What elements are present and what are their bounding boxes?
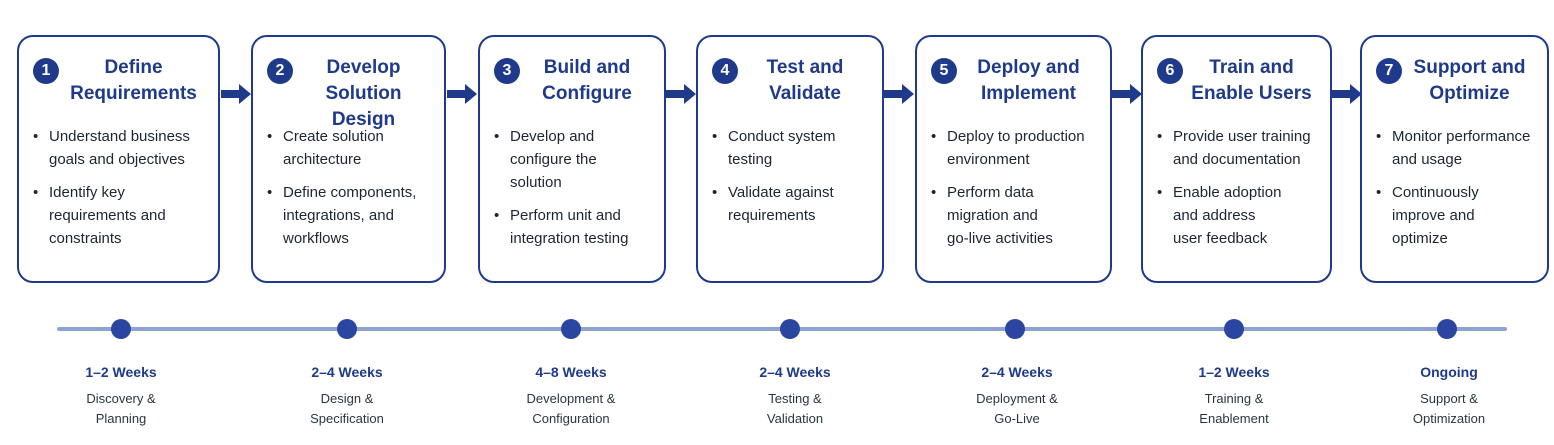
bullet-item: Perform unit and integration testing bbox=[494, 204, 654, 250]
phase-duration: 4–8 Weeks bbox=[535, 364, 607, 380]
bullet-item: Create solution architecture bbox=[267, 125, 434, 171]
arrow-right-icon bbox=[666, 84, 696, 104]
step-bullets: Deploy to production environment Perform… bbox=[931, 125, 1100, 250]
bullet-item: Define components, integrations, and wor… bbox=[267, 181, 434, 250]
phase-label: Design & Specification bbox=[310, 391, 384, 426]
phase-duration: 1–2 Weeks bbox=[85, 364, 157, 380]
step-bullets: Provide user training and documentation … bbox=[1157, 125, 1320, 250]
bullet-item: Validate against requirements bbox=[712, 181, 872, 227]
step-title: Build and Configure bbox=[542, 57, 632, 104]
bullet-item: Understand business goals and objectives bbox=[33, 125, 208, 171]
timeline-phase-4: 2–4 Weeks Testing & Validation bbox=[705, 362, 885, 429]
phase-duration: Ongoing bbox=[1420, 364, 1478, 380]
timeline-dot bbox=[780, 319, 800, 339]
step-title: Define Requirements bbox=[70, 57, 197, 104]
timeline-phase-7: Ongoing Support & Optimization bbox=[1359, 362, 1539, 429]
step-card-1: 1 Define Requirements Understand busines… bbox=[17, 35, 220, 283]
bullet-item: Develop and configure the solution bbox=[494, 125, 654, 194]
step-card-4: 4 Test and Validate Conduct system testi… bbox=[696, 35, 884, 283]
timeline-dot bbox=[1005, 319, 1025, 339]
phase-duration: 1–2 Weeks bbox=[1198, 364, 1270, 380]
step-card-2: 2 Develop Solution Design Create solutio… bbox=[251, 35, 446, 283]
step-number-badge: 7 bbox=[1376, 58, 1402, 84]
step-title: Deploy and Implement bbox=[977, 57, 1080, 104]
step-number-badge: 5 bbox=[931, 58, 957, 84]
timeline-dot bbox=[1224, 319, 1244, 339]
phase-duration: 2–4 Weeks bbox=[981, 364, 1053, 380]
arrow-right-icon bbox=[1332, 84, 1362, 104]
phase-label: Discovery & Planning bbox=[86, 391, 156, 426]
timeline-phase-2: 2–4 Weeks Design & Specification bbox=[257, 362, 437, 429]
step-bullets: Develop and configure the solution Perfo… bbox=[494, 125, 654, 250]
phase-label: Deployment & Go-Live bbox=[976, 391, 1058, 426]
timeline-phase-6: 1–2 Weeks Training & Enablement bbox=[1144, 362, 1324, 429]
timeline-dot bbox=[111, 319, 131, 339]
arrow-right-icon bbox=[221, 84, 251, 104]
arrow-right-icon bbox=[884, 84, 914, 104]
bullet-item: Conduct system testing bbox=[712, 125, 872, 171]
phase-label: Training & Enablement bbox=[1199, 391, 1269, 426]
bullet-item: Provide user training and documentation bbox=[1157, 125, 1320, 171]
bullet-item: Enable adoption and address user feedbac… bbox=[1157, 181, 1320, 250]
phase-duration: 2–4 Weeks bbox=[759, 364, 831, 380]
phase-label: Support & Optimization bbox=[1412, 391, 1486, 426]
timeline-phase-5: 2–4 Weeks Deployment & Go-Live bbox=[927, 362, 1107, 429]
phase-label: Testing & Validation bbox=[766, 391, 824, 426]
arrow-right-icon bbox=[447, 84, 477, 104]
timeline-dot bbox=[337, 319, 357, 339]
bullet-item: Deploy to production environment bbox=[931, 125, 1100, 171]
phase-duration: 2–4 Weeks bbox=[311, 364, 383, 380]
bullet-item: Monitor performance and usage bbox=[1376, 125, 1537, 171]
step-title: Test and Validate bbox=[766, 57, 844, 104]
bullet-item: Perform data migration and go-live activ… bbox=[931, 181, 1100, 250]
step-bullets: Monitor performance and usage Continuous… bbox=[1376, 125, 1537, 250]
phase-label: Development & Configuration bbox=[526, 391, 616, 426]
step-title: Train and Enable Users bbox=[1191, 57, 1312, 104]
timeline-phase-1: 1–2 Weeks Discovery & Planning bbox=[31, 362, 211, 429]
step-title: Develop Solution Design bbox=[325, 57, 402, 130]
step-card-6: 6 Train and Enable Users Provide user tr… bbox=[1141, 35, 1332, 283]
step-bullets: Conduct system testing Validate against … bbox=[712, 125, 872, 227]
arrow-right-icon bbox=[1112, 84, 1142, 104]
step-title: Support and Optimize bbox=[1413, 57, 1526, 104]
step-number-badge: 4 bbox=[712, 58, 738, 84]
step-bullets: Create solution architecture Define comp… bbox=[267, 125, 434, 250]
bullet-item: Continuously improve and optimize bbox=[1376, 181, 1537, 250]
bullet-item: Identify key requirements and constraint… bbox=[33, 181, 208, 250]
step-number-badge: 1 bbox=[33, 58, 59, 84]
timeline-dot bbox=[561, 319, 581, 339]
step-number-badge: 6 bbox=[1157, 58, 1183, 84]
timeline-phase-3: 4–8 Weeks Development & Configuration bbox=[481, 362, 661, 429]
step-number-badge: 3 bbox=[494, 58, 520, 84]
step-number-badge: 2 bbox=[267, 58, 293, 84]
step-bullets: Understand business goals and objectives… bbox=[33, 125, 208, 250]
step-card-7: 7 Support and Optimize Monitor performan… bbox=[1360, 35, 1549, 283]
step-card-5: 5 Deploy and Implement Deploy to product… bbox=[915, 35, 1112, 283]
timeline-dot bbox=[1437, 319, 1457, 339]
step-card-3: 3 Build and Configure Develop and config… bbox=[478, 35, 666, 283]
